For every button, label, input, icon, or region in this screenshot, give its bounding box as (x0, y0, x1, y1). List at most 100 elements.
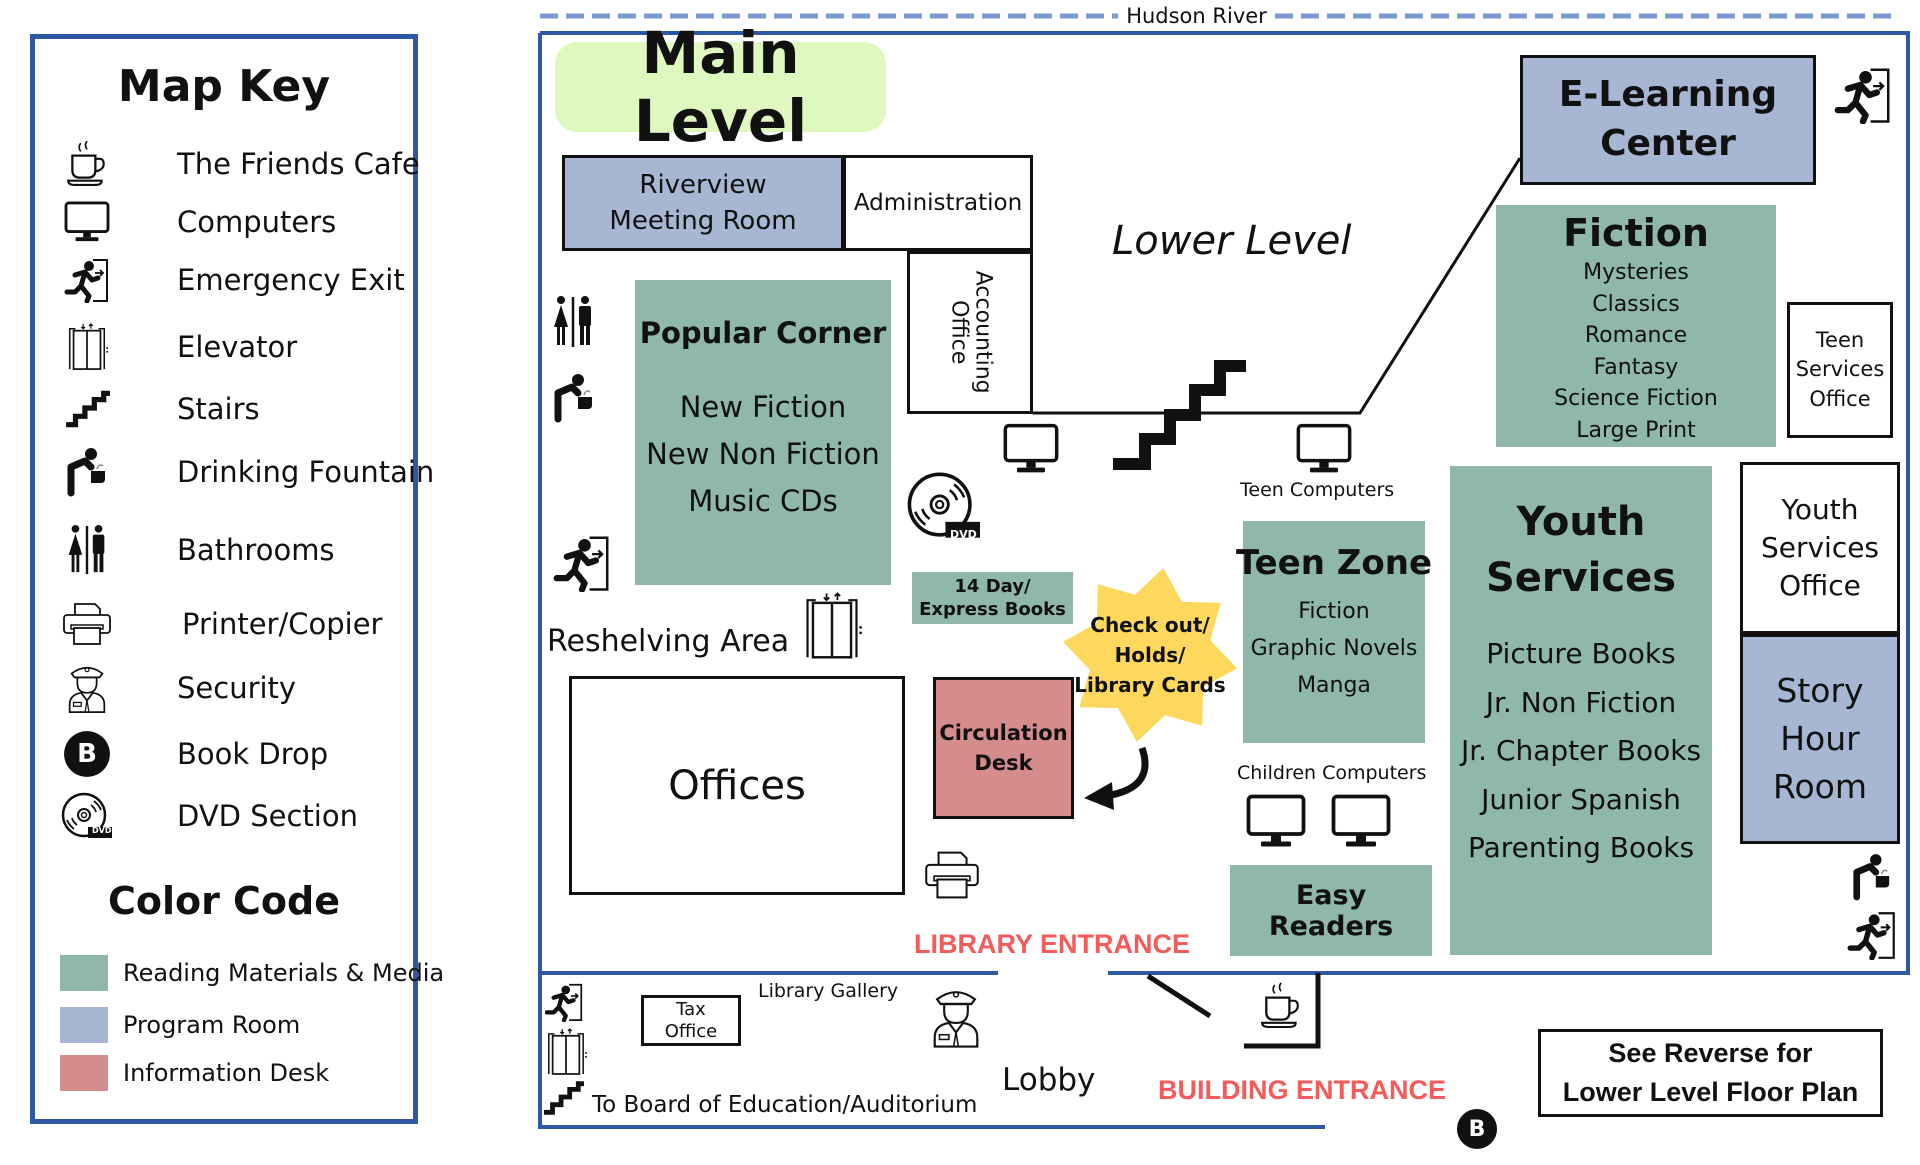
lower-level-boundary (1033, 157, 1522, 415)
room-tax-office[interactable]: Tax Office (641, 995, 741, 1046)
printer-icon (924, 850, 980, 900)
accounting-label: Accounting Office (946, 271, 996, 394)
cafe-wall (1244, 973, 1321, 1049)
room-accounting-office[interactable]: Accounting Office (907, 251, 1033, 414)
room-story-hour[interactable]: Story Hour Room (1740, 634, 1900, 844)
level-title: Main Level (555, 19, 886, 155)
legend-item-drinking-fountain: Drinking Fountain (57, 447, 434, 497)
room-elearning-center[interactable]: E-Learning Center (1520, 55, 1816, 185)
map-key-title: Map Key (117, 61, 331, 112)
dvd-glyph: DVD (950, 528, 977, 541)
checkout-label[interactable]: Check out/ Holds/ Library Cards (1074, 613, 1226, 697)
stairs-icon (1113, 360, 1246, 470)
section-popular-corner[interactable]: Popular Corner New Fiction New Non Ficti… (635, 280, 891, 585)
room-riverview-meeting[interactable]: Riverview Meeting Room (562, 155, 844, 251)
map-key-panel: Map Key The Friends Cafe Computers Emerg… (30, 34, 444, 1124)
book-drop-glyph: B (1468, 1116, 1486, 1142)
fiction-title: Fiction (1563, 211, 1709, 255)
fiction-item: Large Print (1576, 417, 1696, 443)
color-label-info: Information Desk (123, 1059, 330, 1087)
popular-corner-item: New Fiction (679, 390, 847, 424)
emergency-exit-icon (1834, 66, 1892, 124)
room-teen-services-office[interactable]: Teen Services Office (1787, 302, 1893, 438)
computer-monitor-icon (1003, 423, 1059, 475)
elevator-icon (545, 1028, 587, 1076)
color-label-program: Program Room (123, 1011, 301, 1039)
section-youth-services[interactable]: Youth Services Picture Books Jr. Non Fic… (1450, 466, 1712, 955)
legend-label: Drinking Fountain (177, 455, 435, 489)
building-entrance-label: BUILDING ENTRANCE (1158, 1075, 1446, 1105)
reshelving-area-label: Reshelving Area (547, 624, 790, 659)
drinking-fountain-icon (1851, 852, 1893, 902)
fiction-item: Fantasy (1593, 354, 1679, 380)
lower-level-label: Lower Level (1112, 218, 1352, 264)
entrance-door (1146, 973, 1212, 1019)
board-of-education-label: To Board of Education/Auditorium (592, 1092, 978, 1118)
section-fiction[interactable]: Fiction Mysteries Classics Romance Fanta… (1496, 205, 1776, 447)
checkout-starburst (1063, 568, 1237, 742)
computer-monitor-icon (1296, 423, 1352, 475)
color-swatch-program (60, 1007, 108, 1043)
security-guard-icon (930, 985, 982, 1049)
youth-services-item: Parenting Books (1467, 831, 1695, 864)
youth-services-item: Jr. Non Fiction (1485, 685, 1677, 719)
coffee-cup-icon (1260, 982, 1302, 1030)
teen-zone-item: Manga (1297, 673, 1371, 698)
dvd-icon: DVD (57, 791, 117, 841)
see-reverse-note[interactable]: See Reverse for Lower Level Floor Plan (1538, 1029, 1883, 1117)
popular-corner-title: Popular Corner (639, 316, 887, 350)
computer-monitor-icon (1246, 794, 1306, 849)
color-swatch-info (60, 1055, 108, 1091)
fiction-item: Science Fiction (1554, 386, 1718, 411)
section-teen-zone[interactable]: Teen Zone Fiction Graphic Novels Manga (1236, 521, 1432, 743)
fiction-item: Classics (1592, 291, 1680, 317)
legend-item-cafe: The Friends Cafe (57, 139, 420, 189)
lobby-label: Lobby (1002, 1062, 1096, 1098)
section-easy-readers[interactable]: Easy Readers (1230, 865, 1432, 956)
circulation-desk[interactable]: Circulation Desk (933, 677, 1074, 819)
popular-corner-item: Music CDs (688, 484, 838, 518)
elevator-icon (802, 592, 862, 660)
book-drop-icon: B (57, 729, 117, 779)
youth-services-item: Jr. Chapter Books (1460, 734, 1702, 767)
legend-label: The Friends Cafe (177, 147, 420, 181)
legend-item-bathrooms: Bathrooms (57, 525, 335, 575)
room-administration[interactable]: Administration (843, 155, 1033, 251)
library-entrance-label: LIBRARY ENTRANCE (914, 929, 1191, 959)
children-computers-label: Children Computers (1237, 762, 1427, 784)
youth-services-item: Picture Books (1486, 637, 1676, 670)
legend-item-computers: Computers (57, 197, 336, 247)
popular-corner-item: New Non Fiction (646, 437, 880, 471)
bathrooms-icon (551, 292, 595, 352)
color-code-title: Color Code (107, 879, 341, 923)
legend-label: Security (177, 671, 297, 705)
emergency-exit-icon (1847, 910, 1897, 960)
book-drop-icon: B (1456, 1108, 1498, 1150)
color-swatch-reading (60, 955, 108, 991)
legend-item-book-drop: B Book Drop (57, 729, 328, 779)
youth-services-item: Junior Spanish (1481, 782, 1681, 816)
legend-item-printer: Printer/Copier (57, 599, 382, 649)
legend-label: Stairs (177, 392, 260, 426)
legend-label: Computers (177, 205, 337, 239)
legend-label: Printer/Copier (182, 607, 383, 641)
teen-computers-label: Teen Computers (1240, 479, 1395, 501)
legend-item-dvd: DVD DVD Section (57, 791, 358, 841)
library-gallery-label: Library Gallery (758, 980, 899, 1002)
drinking-fountain-icon (552, 372, 596, 424)
river-label: Hudson River (1118, 4, 1275, 28)
legend-label: Emergency Exit (177, 263, 405, 297)
section-express-books[interactable]: 14 Day/ Express Books (912, 572, 1073, 624)
stairs-icon (542, 1080, 584, 1116)
teen-zone-title: Teen Zone (1235, 543, 1433, 583)
emergency-exit-icon (545, 982, 583, 1022)
starburst-shape (1063, 568, 1237, 742)
fiction-item: Romance (1584, 323, 1688, 348)
legend-label: Bathrooms (177, 533, 335, 567)
legend-label: DVD Section (177, 799, 358, 833)
teen-zone-item: Graphic Novels (1250, 636, 1418, 661)
room-offices[interactable]: Offices (569, 676, 905, 895)
curved-arrow-icon (1080, 744, 1160, 814)
room-youth-services-office[interactable]: Youth Services Office (1740, 462, 1900, 634)
